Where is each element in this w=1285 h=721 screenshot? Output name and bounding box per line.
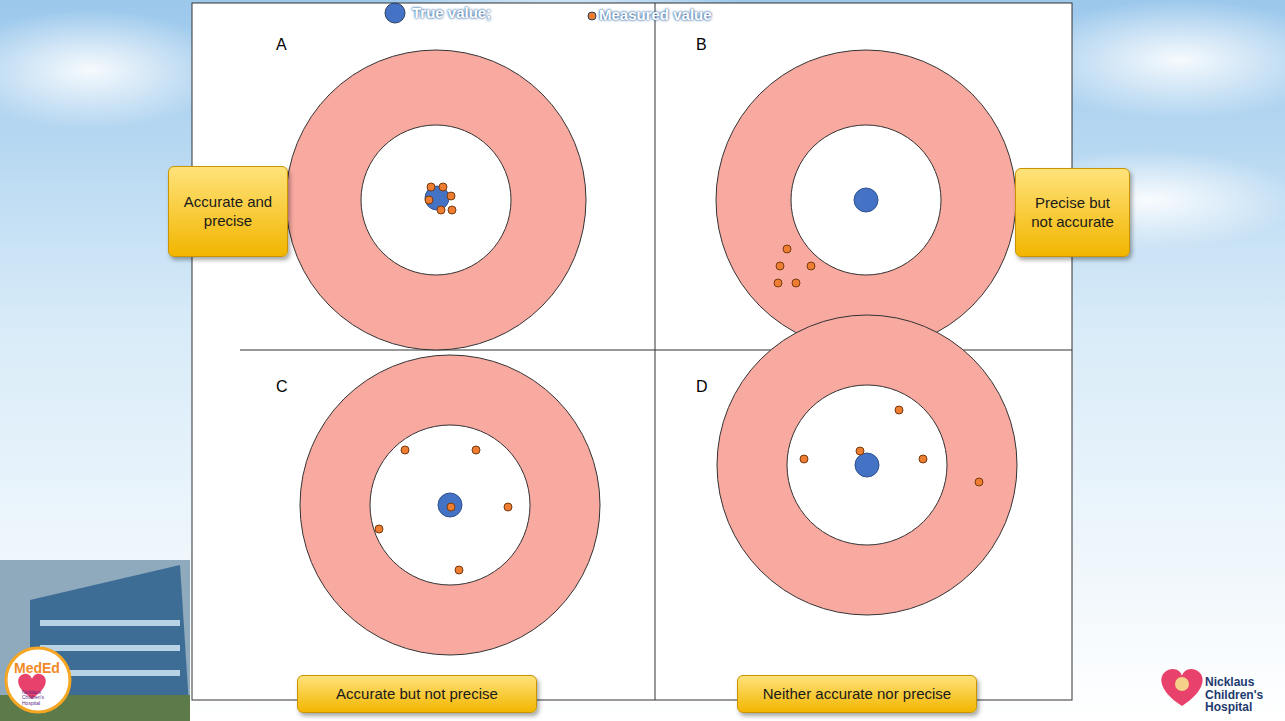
bear-icon (1175, 677, 1189, 691)
panel-letter: A (276, 36, 287, 54)
panel-letter: D (696, 378, 708, 396)
panel-letter: B (696, 36, 707, 54)
legend-swatch-holder (383, 1, 407, 25)
logo-text: MedEd (14, 660, 60, 676)
callout-box: Accurate but not precise (297, 675, 537, 713)
legend-text: True value; (412, 4, 491, 21)
true-value-dots (425, 186, 879, 517)
heart-logo (1161, 669, 1202, 706)
callout-text: Precise but not accurate (1024, 194, 1121, 232)
hospital-building (0, 560, 190, 721)
legend-swatch (588, 12, 596, 20)
callout-box: Accurate and precise (168, 166, 288, 257)
callout-box: Neither accurate nor precise (737, 675, 977, 713)
callout-text: Accurate and precise (177, 193, 279, 231)
panel-letter: C (276, 378, 288, 396)
callout-box: Precise but not accurate (1015, 168, 1130, 257)
measured-value-dots (375, 183, 983, 574)
legend-swatch-holder (586, 10, 598, 22)
meded-badge (6, 648, 70, 712)
callout-text: Accurate but not precise (336, 685, 498, 704)
logo-subtext: Nicklaus Children's Hospital (22, 690, 56, 706)
targets (286, 50, 1017, 655)
legend-text: Measured value (599, 6, 712, 23)
logo-text: Nicklaus Children's Hospital (1205, 676, 1275, 714)
legend-swatch (385, 3, 405, 23)
callout-text: Neither accurate nor precise (763, 685, 951, 704)
